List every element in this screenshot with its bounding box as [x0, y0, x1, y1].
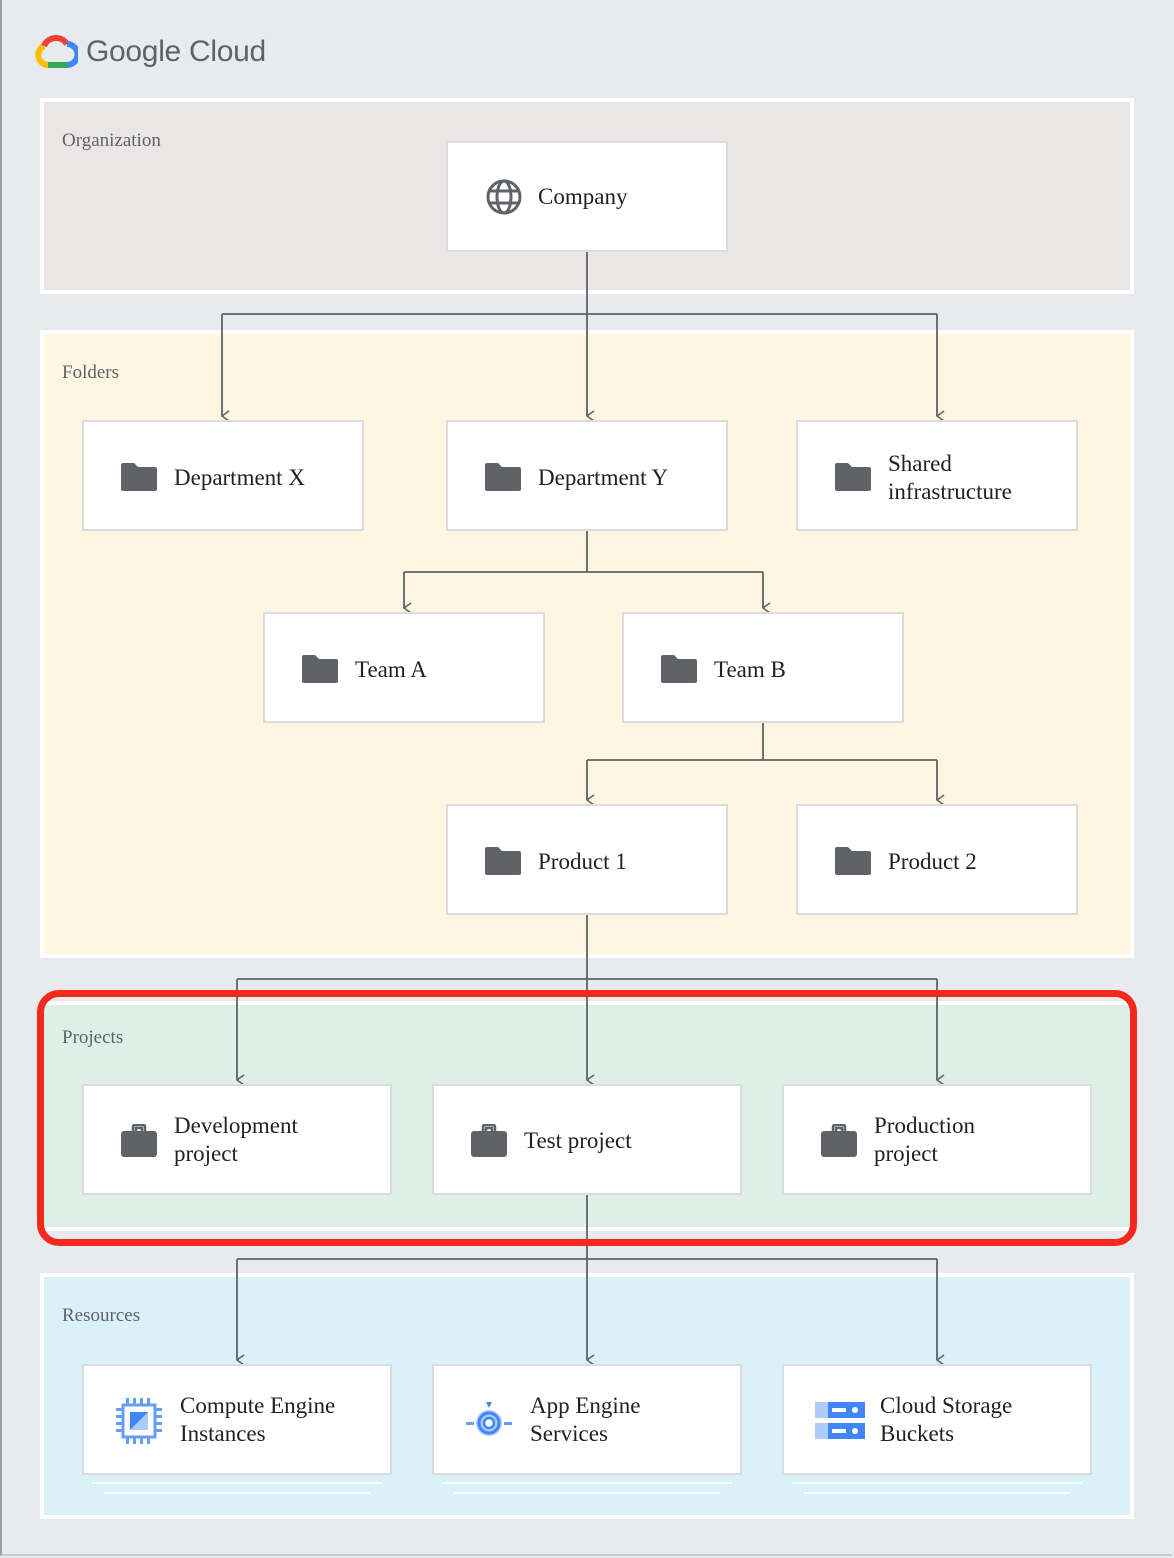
briefcase-icon — [120, 1124, 158, 1158]
projects-section-label: Projects — [62, 1027, 124, 1048]
node-label: Development project — [174, 1112, 298, 1168]
cloud-storage-icon — [814, 1398, 866, 1444]
node-shared-infrastructure[interactable]: Shared infrastructure — [796, 420, 1078, 531]
folder-icon — [834, 846, 872, 876]
folder-icon — [834, 462, 872, 492]
node-test-project[interactable]: Test project — [432, 1084, 742, 1195]
node-label: Shared infrastructure — [888, 450, 1012, 506]
stack-line — [92, 1482, 382, 1484]
node-label: App Engine Services — [530, 1392, 641, 1448]
node-production-project[interactable]: Production project — [782, 1084, 1092, 1195]
node-app-engine[interactable]: App Engine Services — [432, 1364, 742, 1475]
node-label: Product 2 — [888, 849, 977, 874]
node-label-line2: project — [174, 1141, 238, 1166]
app-engine-icon — [464, 1396, 514, 1446]
node-compute-engine[interactable]: Compute Engine Instances — [82, 1364, 392, 1475]
node-label: Test project — [524, 1128, 632, 1153]
node-label-line2: Services — [530, 1421, 608, 1446]
briefcase-icon — [820, 1124, 858, 1158]
brand-name: Google Cloud — [86, 35, 266, 68]
folder-icon — [120, 462, 158, 492]
stack-line — [792, 1482, 1082, 1484]
node-label: Compute Engine Instances — [180, 1392, 335, 1448]
node-company[interactable]: Company — [446, 141, 728, 252]
google-cloud-logo: Google Cloud — [34, 32, 266, 72]
organization-section-label: Organization — [62, 130, 161, 151]
compute-engine-icon — [114, 1396, 164, 1446]
node-department-y[interactable]: Department Y — [446, 420, 728, 531]
folders-section-label: Folders — [62, 362, 119, 383]
node-cloud-storage[interactable]: Cloud Storage Buckets — [782, 1364, 1092, 1475]
stack-line — [454, 1492, 720, 1494]
node-label-line1: Compute Engine — [180, 1393, 336, 1418]
node-label-line2: infrastructure — [888, 479, 1012, 504]
projects-highlight-outline — [37, 990, 1137, 1246]
node-development-project[interactable]: Development project — [82, 1084, 392, 1195]
stack-line — [442, 1482, 732, 1484]
stack-line — [104, 1492, 370, 1494]
node-label-line1: Shared — [888, 451, 952, 476]
briefcase-icon — [470, 1124, 508, 1158]
node-product-2[interactable]: Product 2 — [796, 804, 1078, 915]
node-label: Team A — [355, 657, 427, 682]
folder-icon — [484, 846, 522, 876]
node-label-line2: Buckets — [880, 1421, 955, 1446]
node-team-b[interactable]: Team B — [622, 612, 904, 723]
node-label: Company — [538, 184, 628, 209]
folder-icon — [660, 654, 698, 684]
resources-section-label: Resources — [62, 1305, 141, 1326]
node-label-line2: project — [874, 1141, 938, 1166]
google-cloud-logo-icon — [35, 35, 78, 68]
node-label-line1: App Engine — [530, 1393, 641, 1418]
node-product-1[interactable]: Product 1 — [446, 804, 728, 915]
node-label: Department X — [174, 465, 305, 490]
node-label: Product 1 — [538, 849, 627, 874]
globe-icon — [486, 179, 522, 215]
node-label-line2: Instances — [180, 1421, 266, 1446]
node-label: Cloud Storage Buckets — [880, 1392, 1012, 1448]
node-label-line1: Cloud Storage — [880, 1393, 1013, 1418]
node-label: Production project — [874, 1112, 975, 1168]
node-label-line1: Development — [174, 1113, 298, 1138]
stack-line — [804, 1492, 1070, 1494]
folder-icon — [301, 654, 339, 684]
node-label: Department Y — [538, 465, 669, 490]
node-team-a[interactable]: Team A — [263, 612, 545, 723]
node-department-x[interactable]: Department X — [82, 420, 364, 531]
folder-icon — [484, 462, 522, 492]
node-label-line1: Production — [874, 1113, 975, 1138]
node-label: Team B — [714, 657, 786, 682]
